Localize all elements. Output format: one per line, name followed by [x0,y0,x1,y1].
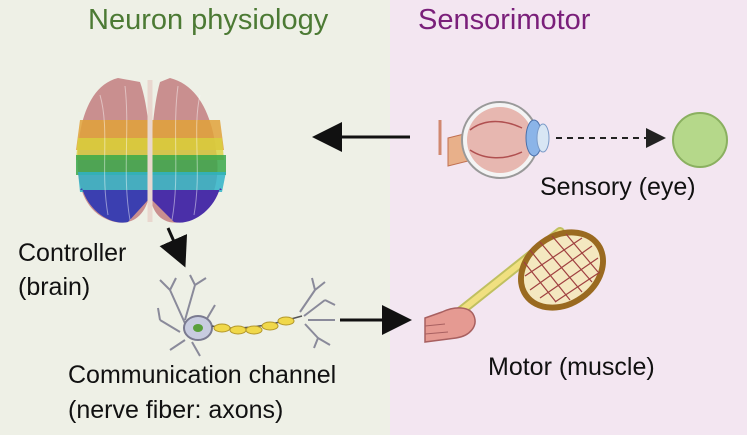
target-ball-icon [672,112,728,168]
motor-label: Motor (muscle) [488,353,655,381]
sensory-label: Sensory (eye) [540,173,696,201]
neuron-physiology-heading: Neuron physiology [88,4,329,36]
neuron-icon [157,274,336,357]
sensorimotor-heading: Sensorimotor [418,4,591,36]
hand-icon [424,307,476,343]
eye-icon [438,101,550,179]
sensorimotor-panel [390,0,747,435]
communication-label: Communication channel [68,361,337,389]
brain-to-neuron-arrow [159,227,188,268]
communication-sub-label: (nerve fiber: axons) [68,396,284,424]
controller-sub-label: (brain) [18,273,91,301]
tennis-racket-icon [447,227,606,323]
brain-icon [76,78,226,223]
controller-label: Controller [18,239,127,267]
